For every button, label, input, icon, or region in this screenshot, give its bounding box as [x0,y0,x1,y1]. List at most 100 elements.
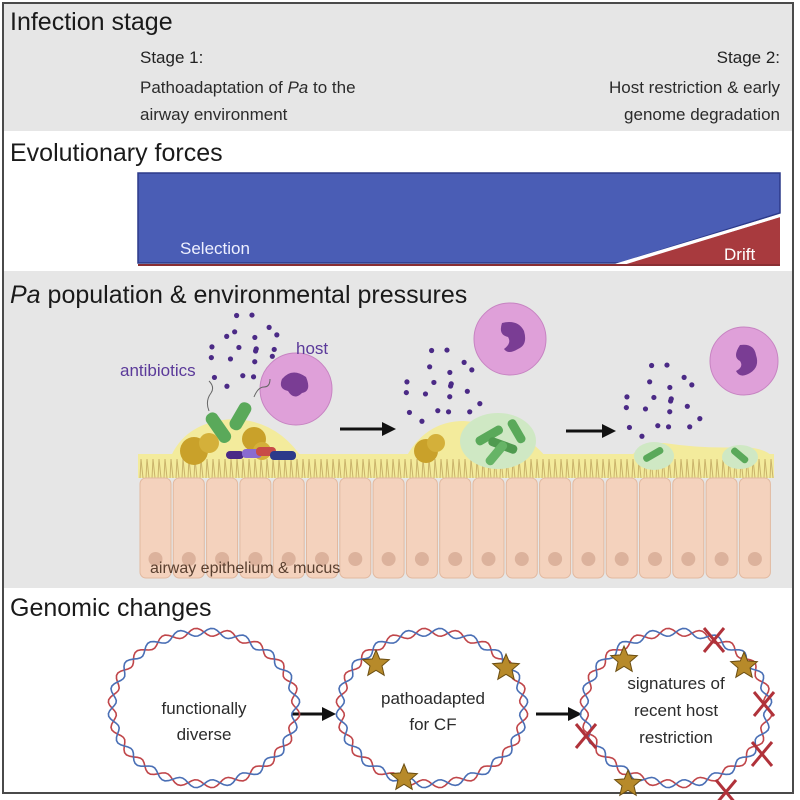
progression-arrow-4 [536,707,582,721]
selection-area [137,172,781,264]
antibiotic-dot [224,383,230,389]
antibiotic-dot [444,347,450,353]
stage1-text-pa: Pa [287,78,309,97]
epithelial-cell [206,477,239,579]
antibiotic-dot [623,404,629,411]
antibiotic-dot [249,312,255,318]
selection-label: Selection [180,239,250,258]
antibiotic-dot [429,347,435,354]
genome-1-label: functionally diverse [144,696,264,748]
antibiotic-dot [211,374,218,381]
progression-arrow-2 [566,424,616,438]
antibiotic-dot [664,362,670,368]
antibiotic-dot [639,433,645,439]
antibiotic-dot [250,374,257,380]
epithelial-cell [439,477,472,579]
antibiotic-dot [464,388,470,394]
antibiotic-dot [667,409,673,415]
antibiotic-dot [427,364,433,370]
epithelial-cell [172,477,205,579]
epithelial-cell [738,477,771,579]
mutation-star-icon [609,644,639,673]
antibiotic-dot [253,346,259,352]
epithelial-cell [705,477,738,579]
antibiotic-dot [689,382,695,388]
mutation-star-icon [491,652,521,681]
epithelial-cell [639,477,671,579]
epithelium-label: airway epithelium & mucus [150,560,341,577]
antibiotic-dot [651,394,657,401]
antibiotic-dot [224,333,230,339]
antibiotics-label: antibiotics [120,361,196,380]
antibiotic-dot [274,332,280,338]
epithelial-cell [672,477,705,579]
genome-2-line1: pathoadapted [381,689,485,708]
antibiotic-dot [655,423,661,429]
infection-stage-title: Infection stage [10,8,173,36]
gene-loss-cross-icon [750,741,774,767]
antibiotic-particles [208,312,703,439]
genome-1-line1: functionally [161,699,247,718]
antibiotic-dot [642,406,649,412]
genomic-changes-panel: Genomic changes functionally diverse pat… [4,588,792,800]
stage1-label: Stage 1: [140,48,204,67]
antibiotic-dot [477,401,483,407]
epithelial-cell [372,477,405,579]
antibiotic-dot [435,408,441,414]
genome-3-line3: restriction [639,728,713,747]
stage1-desc-line2: airway environment [140,105,288,124]
stage2-label: Stage 2: [716,48,780,67]
drift-area [620,217,780,266]
stage1-desc-line1: Pathoadaptation of Pa to the [140,78,356,98]
mutation-star-icon [729,650,759,679]
motile-bacteria [205,378,271,444]
genome-3-label: signatures of recent host restriction [610,670,742,751]
genome-2 [335,627,529,789]
antibiotic-dot [445,409,452,415]
diverse-colonies [180,427,296,465]
antibiotic-dot [687,424,693,430]
epithelial-cell [572,477,605,579]
antibiotic-dot [208,354,214,361]
dna-strand-blue [335,627,529,789]
mutation-star-icon [361,648,391,677]
antibiotic-dot [667,384,673,391]
antibiotic-dot [236,344,242,351]
host-cell-3 [709,326,779,396]
gene-loss-cross-icon [752,691,776,717]
antibiotic-dot [448,381,454,387]
genome-3 [579,627,773,789]
antibiotic-dot [649,362,655,369]
antibiotic-dot [419,418,425,424]
mutation-star-icon [389,762,419,791]
gene-loss-cross-icon [574,723,598,749]
antibiotic-dot [697,416,703,422]
genomic-changes-title: Genomic changes [10,594,212,622]
genome-1-line2: diverse [176,725,232,744]
antibiotic-dot [404,379,410,385]
population-panel: Pa population & environmental pressures [4,271,792,588]
genome-2-label: pathoadapted for CF [368,686,498,738]
antibiotic-dot [234,312,240,319]
population-illustration [138,302,779,579]
forces-graphic [137,172,783,267]
epithelial-cell [472,477,505,579]
antibiotic-dot [647,379,653,385]
epithelial-cell [139,477,172,579]
antibiotic-dot [624,394,630,400]
progression-arrow-1 [340,422,396,436]
antibiotic-dot [403,389,409,396]
epithelial-cell [239,477,272,579]
epithelial-cell [605,477,638,579]
gene-loss-cross-icon [702,627,726,653]
antibiotic-dot [447,394,453,400]
population-title-rest: population & environmental pressures [40,281,468,309]
progression-arrow-3 [292,707,336,721]
gene-loss-cross-icon [714,779,738,800]
epithelial-cell [539,477,572,579]
antibiotic-dot [252,334,258,341]
epithelial-cell [306,477,338,579]
infection-stage-panel: Infection stage Stage 1: Pathoadaptation… [4,4,792,131]
force-divider [615,213,783,267]
